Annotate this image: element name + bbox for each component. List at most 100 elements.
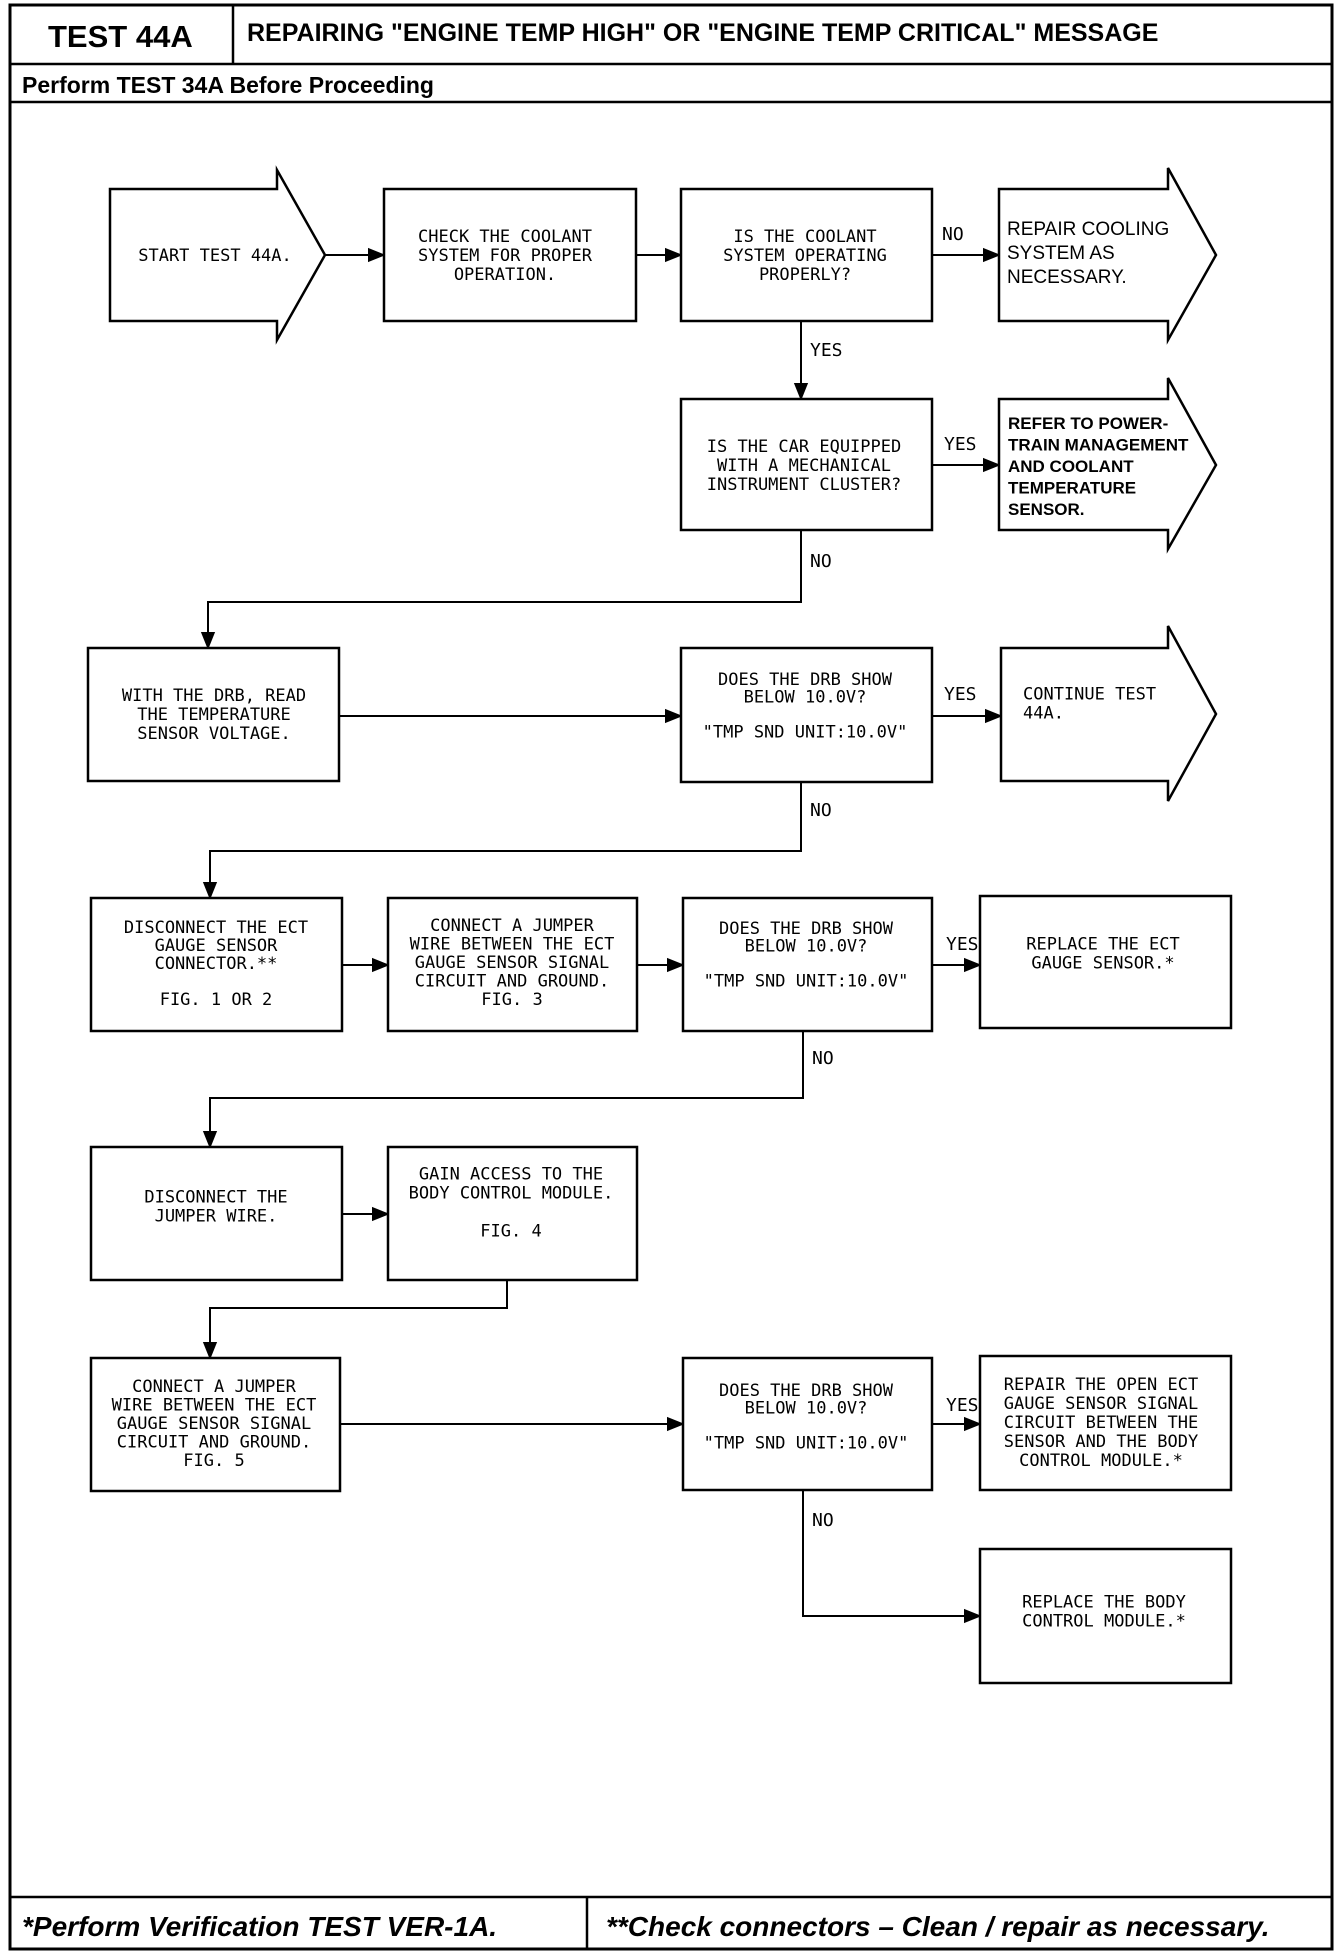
edge-gain-jumper2 (202, 1280, 508, 1360)
gain-access-line: FIG. 4 (480, 1222, 541, 1242)
read-voltage-line: WITH THE DRB, READ (122, 686, 306, 706)
repair-cooling-line: SYSTEM AS (1007, 243, 1115, 264)
q-mech-cluster-line: INSTRUMENT CLUSTER? (707, 475, 901, 495)
connect-jumper-1-line: FIG. 3 (481, 990, 542, 1010)
refer-powertrain-line: REFER TO POWER- (1008, 414, 1168, 433)
q-coolant-ok-line: SYSTEM OPERATING (723, 246, 887, 266)
q-drb-3-line: DOES THE DRB SHOW (719, 1381, 894, 1401)
q-drb-1-line: DOES THE DRB SHOW (718, 670, 893, 690)
read-voltage-line: SENSOR VOLTAGE. (137, 724, 291, 744)
check-coolant-line: SYSTEM FOR PROPER (418, 246, 593, 266)
label-yes-5: YES (946, 1395, 979, 1416)
edge-drb2-no (202, 1031, 804, 1149)
connect-jumper-2-line: WIRE BETWEEN THE ECT (112, 1396, 317, 1416)
continue-test-line: 44A. (1023, 704, 1064, 724)
q-drb-3-line: "TMP SND UNIT:10.0V" (704, 1433, 909, 1453)
refer-powertrain-line: SENSOR. (1008, 500, 1085, 519)
test-id: TEST 44A (48, 19, 193, 54)
disconnect-ect-line: GAUGE SENSOR (155, 936, 279, 956)
connect-jumper-1-line: CIRCUIT AND GROUND. (415, 972, 609, 992)
connectors (200, 247, 1003, 1624)
replace-bcm-line: CONTROL MODULE.* (1022, 1612, 1186, 1632)
q-mech-cluster-line: IS THE CAR EQUIPPED (707, 437, 901, 457)
connect-jumper-1-line: GAUGE SENSOR SIGNAL (415, 953, 609, 973)
q-drb-2-line: "TMP SND UNIT:10.0V" (704, 971, 909, 991)
repair-open-line: GAUGE SENSOR SIGNAL (1004, 1394, 1198, 1414)
q-drb-1-line: BELOW 10.0V? (744, 687, 867, 707)
connect-jumper-2-line: FIG. 5 (183, 1451, 244, 1471)
check-coolant-line: OPERATION. (454, 265, 556, 285)
q-drb-3-line: BELOW 10.0V? (745, 1398, 868, 1418)
edge-drb1-no (202, 782, 802, 900)
refer-powertrain-line: TRAIN MANAGEMENT (1008, 436, 1189, 455)
q-drb-2-line: DOES THE DRB SHOW (719, 919, 894, 939)
repair-open-line: REPAIR THE OPEN ECT (1004, 1375, 1198, 1395)
q-mech-cluster-line: WITH A MECHANICAL (717, 456, 891, 476)
node-start: START TEST 44A. (108, 165, 327, 345)
label-no-4: NO (812, 1048, 834, 1069)
page-border (8, 3, 1334, 1951)
label-no-1: NO (942, 224, 964, 245)
page-subtitle: Perform TEST 34A Before Proceeding (22, 72, 434, 98)
disconnect-ect-line: CONNECTOR.** (155, 954, 278, 974)
page-title: REPAIRING "ENGINE TEMP HIGH" OR "ENGINE … (247, 19, 1158, 47)
gain-access-line: GAIN ACCESS TO THE (419, 1165, 603, 1185)
replace-ect-line: REPLACE THE ECT (1026, 935, 1180, 955)
refer-powertrain-line: AND COOLANT (1008, 457, 1134, 476)
connect-jumper-1-line: WIRE BETWEEN THE ECT (410, 935, 615, 955)
label-no-5: NO (812, 1510, 834, 1531)
label-yes-4: YES (946, 934, 979, 955)
node-refer-powertrain: REFER TO POWER- TRAIN MANAGEMENT AND COOLA… (997, 377, 1218, 554)
label-no-3: NO (810, 800, 832, 821)
connect-jumper-2-line: CONNECT A JUMPER (132, 1377, 297, 1397)
connect-jumper-1-line: CONNECT A JUMPER (430, 916, 595, 936)
q-drb-2-line: BELOW 10.0V? (745, 936, 868, 956)
footer-verification-note: *Perform Verification TEST VER-1A. (22, 1911, 497, 1942)
repair-open-line: SENSOR AND THE BODY (1004, 1432, 1198, 1452)
label-no-2: NO (810, 551, 832, 572)
gain-access-line: BODY CONTROL MODULE. (409, 1184, 614, 1204)
read-voltage-line: THE TEMPERATURE (137, 705, 291, 725)
disconnect-jumper-line: DISCONNECT THE (144, 1188, 287, 1208)
repair-cooling-line: REPAIR COOLING (1007, 219, 1169, 240)
q-drb-1-line: "TMP SND UNIT:10.0V" (703, 722, 908, 742)
disconnect-ect-line: DISCONNECT THE ECT (124, 918, 308, 938)
refer-powertrain-line: TEMPERATURE (1008, 479, 1136, 498)
node-start-text: START TEST 44A. (138, 246, 292, 266)
disconnect-jumper-line: JUMPER WIRE. (155, 1207, 278, 1227)
repair-open-line: CONTROL MODULE.* (1019, 1451, 1183, 1471)
check-coolant-line: CHECK THE COOLANT (418, 227, 592, 247)
connect-jumper-2-line: GAUGE SENSOR SIGNAL (117, 1414, 311, 1434)
disconnect-ect-line: FIG. 1 OR 2 (160, 990, 273, 1010)
edge-cluster-no (200, 530, 802, 650)
q-coolant-ok-line: IS THE COOLANT (733, 227, 876, 247)
edge-drb3-no (802, 1490, 982, 1624)
label-yes-3: YES (944, 684, 977, 705)
